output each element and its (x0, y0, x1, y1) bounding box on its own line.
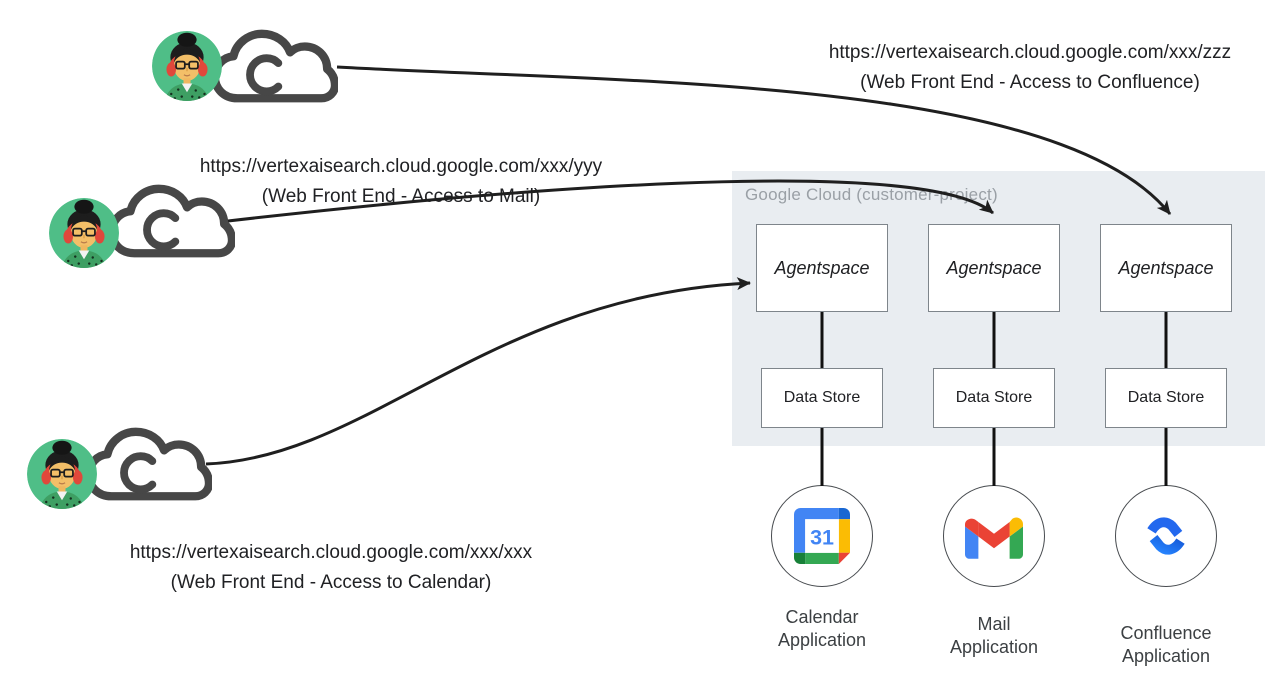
calendar-app-circle: 31 (771, 485, 873, 587)
app-label-line2: Application (949, 637, 1039, 657)
agentspace-label: Agentspace (946, 257, 1042, 278)
calendar-app-label: Calendar Application (737, 606, 907, 652)
url-label: https://vertexaisearch.cloud.google.com/… (828, 42, 1232, 63)
agentspace-box-confluence: Agentspace (1100, 224, 1232, 312)
url-label: https://vertexaisearch.cloud.google.com/… (199, 156, 603, 177)
app-label-line1: Calendar (785, 607, 859, 627)
url-caption: (Web Front End - Access to Calendar) (170, 572, 492, 593)
agentspace-label: Agentspace (1118, 257, 1214, 278)
data-store-box-calendar: Data Store (761, 368, 883, 428)
app-label-line1: Mail (977, 614, 1011, 634)
gmail-icon (965, 517, 1023, 559)
google-calendar-icon: 31 (794, 508, 850, 564)
url-caption: (Web Front End - Access to Confluence) (860, 72, 1200, 93)
user-avatar (49, 198, 119, 268)
user-avatar (27, 439, 97, 509)
confluence-app-circle (1115, 485, 1217, 587)
data-store-label: Data Store (1127, 389, 1205, 406)
google-cloud-region-label: Google Cloud (customer-project) (745, 185, 998, 204)
user-avatar (152, 31, 222, 101)
cloud-icon (107, 184, 235, 258)
app-label-line2: Application (777, 630, 867, 650)
mail-app-label: Mail Application (909, 613, 1079, 659)
cloud-icon (84, 427, 212, 501)
data-store-label: Data Store (955, 389, 1033, 406)
confluence-app-label: Confluence Application (1081, 622, 1251, 668)
cloud-icon (210, 29, 338, 103)
confluence-icon (1147, 517, 1185, 555)
agentspace-label: Agentspace (774, 257, 870, 278)
agentspace-box-mail: Agentspace (928, 224, 1060, 312)
calendar-day-number: 31 (810, 525, 834, 549)
confluence-access-text: https://vertexaisearch.cloud.google.com/… (770, 38, 1282, 98)
calendar-access-text: https://vertexaisearch.cloud.google.com/… (71, 538, 591, 598)
agentspace-box-calendar: Agentspace (756, 224, 888, 312)
data-store-label: Data Store (783, 389, 861, 406)
arrow-calendar-user-to-agentspace (205, 277, 751, 466)
mail-app-circle (943, 485, 1045, 587)
data-store-box-confluence: Data Store (1105, 368, 1227, 428)
url-label: https://vertexaisearch.cloud.google.com/… (129, 542, 533, 563)
app-label-line1: Confluence (1120, 623, 1212, 643)
data-store-box-mail: Data Store (933, 368, 1055, 428)
app-label-line2: Application (1121, 646, 1211, 666)
